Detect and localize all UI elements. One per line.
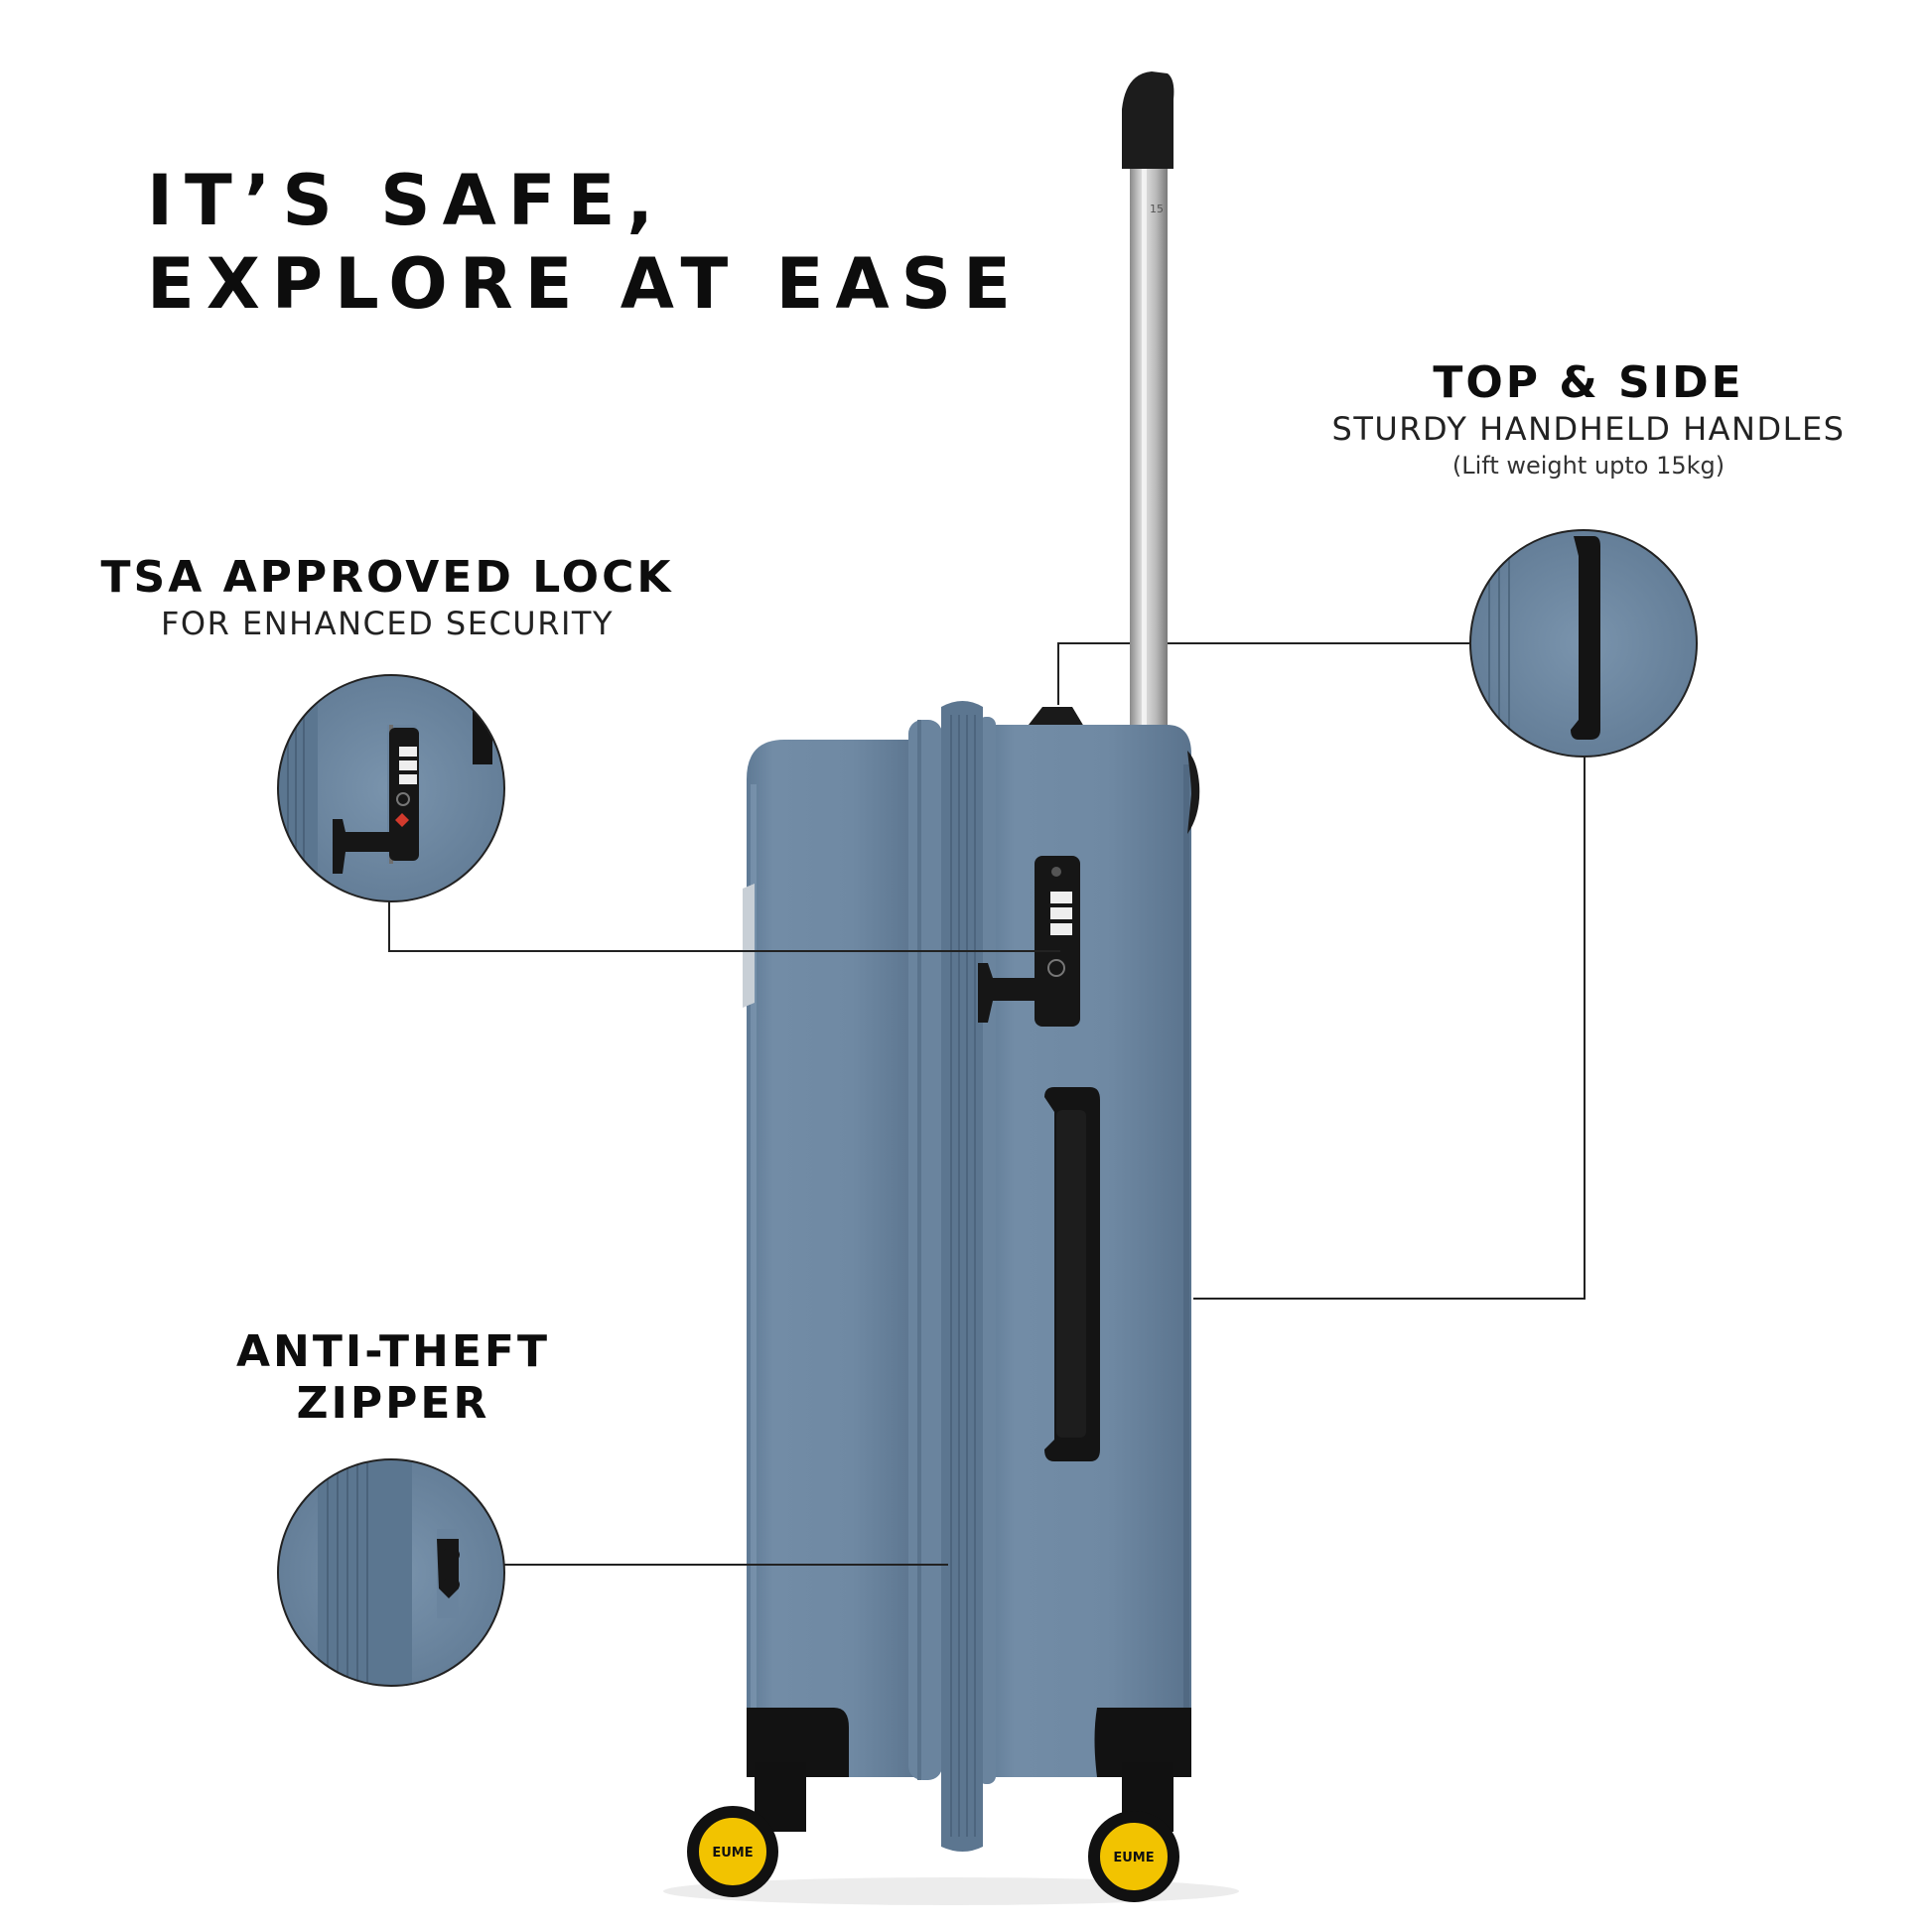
top-handle[interactable] (1029, 707, 1084, 727)
wheel-brand-back: EUME (1113, 1851, 1154, 1865)
floor-shadow (663, 1877, 1239, 1905)
side-emblem (743, 884, 755, 1008)
feature-lock-title: TSA APPROVED LOCK (100, 552, 674, 603)
wheel-housing-front (747, 1708, 849, 1777)
callout-handle-zoom (1469, 529, 1698, 758)
headline-line-2: EXPLORE AT EASE (147, 243, 1023, 325)
feature-handles-note: (Lift weight upto 15kg) (1451, 452, 1725, 480)
tsa-lock[interactable] (978, 856, 1080, 1027)
wheel-housing-back (1094, 1708, 1191, 1777)
wheel-back: EUME (1088, 1762, 1179, 1902)
callout-zipper-zoom (277, 1458, 505, 1687)
zipper-band (941, 701, 983, 1852)
feature-lock-subtitle: FOR ENHANCED SECURITY (161, 605, 614, 642)
feature-zipper-title-1: ANTI-THEFT (235, 1326, 551, 1377)
side-handle[interactable] (1044, 1087, 1100, 1461)
feature-zipper-title-2: ZIPPER (296, 1378, 490, 1429)
feature-handles-title: TOP & SIDE (1433, 357, 1744, 408)
svg-text:15: 15 (1150, 203, 1164, 215)
telescopic-grip (1122, 71, 1174, 169)
leader-lines (388, 642, 1586, 1566)
feature-lock-label: TSA APPROVED LOCK FOR ENHANCED SECURITY (89, 552, 685, 643)
headline: IT’S SAFE, EXPLORE AT EASE (147, 159, 1023, 326)
wheel-brand-front: EUME (712, 1846, 753, 1861)
callout-lock-zoom (277, 674, 505, 902)
feature-handles-subtitle: STURDY HANDHELD HANDLES (1331, 410, 1846, 448)
headline-line-1: IT’S SAFE, (147, 160, 665, 241)
telescopic-rod (1130, 109, 1168, 764)
feature-handles-label: TOP & SIDE STURDY HANDHELD HANDLES (Lift… (1291, 357, 1886, 483)
shell-front-half (747, 740, 923, 1777)
feature-zipper-label: ANTI-THEFT ZIPPER (195, 1326, 592, 1430)
wheel-front: EUME (687, 1762, 806, 1897)
telescopic-handle[interactable]: 15 (1122, 71, 1174, 764)
